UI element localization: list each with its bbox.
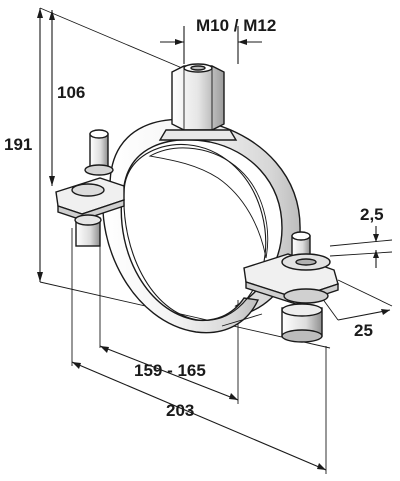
overall-height-label: 191 <box>4 135 32 154</box>
clamp-band-front <box>102 189 260 334</box>
hex-nut <box>171 65 225 131</box>
left-bolt-top <box>89 133 109 169</box>
pipe-clamp <box>55 63 339 343</box>
height-to-pipe-label: 106 <box>57 83 85 102</box>
pipe-range-label: 159 - 165 <box>134 361 206 380</box>
thread-label: M10 / M12 <box>196 16 276 35</box>
width-label: 25 <box>354 321 373 340</box>
overall-length-label: 203 <box>166 401 194 420</box>
thickness-label: 2,5 <box>360 205 384 224</box>
dimension-labels: M10 / M12 106 191 2,5 25 159 - 165 203 <box>4 16 384 420</box>
